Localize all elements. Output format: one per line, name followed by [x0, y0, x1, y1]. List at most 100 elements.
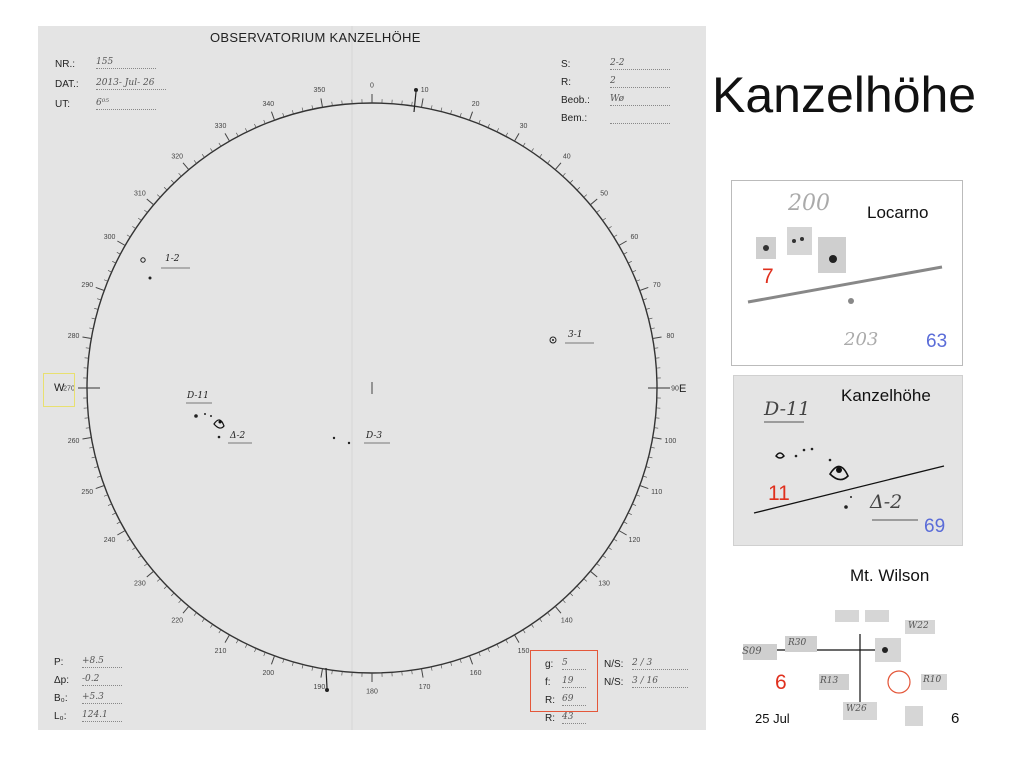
- angle-tick: [245, 128, 248, 132]
- angle-tick: [430, 666, 433, 671]
- angle-tick: [201, 618, 205, 622]
- angle-tick: [126, 538, 131, 542]
- angle-tick: [178, 173, 182, 177]
- field-date-label: DAT.:: [55, 79, 79, 90]
- angle-tick: [107, 270, 112, 273]
- angle-tick: [654, 427, 659, 429]
- footer-r2-value: 43: [562, 712, 586, 724]
- angle-tick: [132, 226, 136, 229]
- angle-tick: [144, 563, 148, 567]
- angle-tick: [82, 436, 92, 440]
- angle-tick: [469, 111, 474, 121]
- angle-tick: [459, 658, 462, 663]
- angle-tick: [602, 217, 606, 221]
- angle-tick: [171, 179, 175, 184]
- kanzelhoehe-group-count: 11: [768, 482, 790, 505]
- mt-wilson-date: 25 Jul: [755, 711, 790, 726]
- angle-tick: [608, 547, 612, 550]
- angle-tick: [539, 618, 543, 622]
- angle-tick: [89, 327, 94, 330]
- angle-tick: [163, 585, 168, 589]
- angle-tick-label: 100: [665, 438, 677, 445]
- angle-tick-label: 260: [68, 438, 80, 445]
- angle-tick: [146, 198, 154, 206]
- mt-wilson-label-r30: R30: [788, 638, 807, 648]
- angle-tick: [602, 555, 606, 559]
- angle-tick: [623, 521, 628, 524]
- mt-wilson-group-count: 6: [775, 671, 787, 694]
- west-label: W: [54, 382, 65, 394]
- angle-tick: [628, 512, 632, 515]
- angle-tick: [420, 668, 424, 678]
- angle-tick: [583, 578, 587, 582]
- angle-tick: [596, 209, 600, 213]
- spot-label-4: Δ-2: [230, 431, 246, 441]
- angle-tick: [547, 160, 551, 164]
- angle-tick: [450, 110, 452, 115]
- angle-tick: [320, 668, 324, 678]
- angle-tick: [132, 547, 136, 550]
- angle-tick: [613, 538, 618, 542]
- angle-tick: [331, 101, 333, 106]
- angle-tick: [182, 606, 190, 614]
- east-label: E: [679, 383, 687, 395]
- angle-tick-label: 10: [421, 87, 429, 94]
- angle-tick: [91, 317, 96, 320]
- angle-tick: [254, 123, 257, 128]
- angle-tick: [562, 173, 566, 177]
- angle-tick: [224, 133, 230, 142]
- footer-l0-label: L₀:: [54, 711, 67, 722]
- angle-tick-label: 90: [671, 386, 679, 393]
- angle-tick: [282, 658, 285, 663]
- angle-tick: [496, 644, 499, 648]
- footer-p-label: P:: [54, 657, 64, 668]
- footer-f-label: f:: [545, 677, 551, 688]
- angle-tick: [505, 132, 508, 137]
- angle-tick: [95, 286, 105, 291]
- angle-tick: [85, 347, 90, 349]
- footer-ns1-value: 2 / 3: [632, 658, 688, 670]
- angle-tick: [107, 503, 112, 506]
- mt-wilson-label-s09: S09: [742, 646, 762, 657]
- angle-tick: [554, 606, 562, 614]
- angle-tick: [263, 119, 266, 124]
- locarno-panel: Locarno 200 203 7 63: [731, 180, 963, 366]
- angle-tick: [311, 105, 314, 110]
- angle-tick: [112, 261, 116, 264]
- angle-tick: [522, 142, 526, 147]
- angle-tick: [531, 624, 534, 628]
- angle-tick: [505, 639, 508, 644]
- angle-tick: [469, 655, 474, 665]
- field-ut-value: 6⁰⁵: [96, 98, 156, 110]
- angle-tick-label: 300: [104, 234, 116, 241]
- footer-l0-value: 124.1: [82, 710, 122, 722]
- footer-g-label: g:: [545, 659, 554, 670]
- angle-tick: [97, 475, 102, 478]
- angle-tick-label: 30: [520, 123, 528, 130]
- angle-tick: [85, 427, 90, 429]
- angle-tick-label: 190: [314, 684, 326, 691]
- angle-tick-label: 0: [370, 83, 374, 90]
- angle-tick: [254, 648, 257, 653]
- field-r-value: 2: [610, 76, 670, 88]
- angle-tick: [618, 240, 627, 246]
- angle-tick: [138, 217, 142, 221]
- angle-tick-label: 150: [518, 648, 530, 655]
- footer-b0-value: +5.3: [82, 692, 122, 704]
- angle-tick: [117, 530, 126, 536]
- angle-tick: [182, 162, 190, 170]
- angle-tick: [103, 279, 108, 282]
- angle-tick: [224, 634, 230, 643]
- angle-tick: [138, 555, 142, 559]
- angle-tick: [112, 512, 116, 515]
- angle-tick: [103, 494, 108, 497]
- angle-tick: [650, 446, 655, 449]
- angle-tick: [94, 308, 99, 310]
- angle-tick: [94, 466, 99, 468]
- angle-tick: [263, 652, 266, 657]
- field-bem-label: Bem.:: [561, 113, 588, 124]
- field-nr-value: 155: [96, 57, 156, 69]
- angle-tick: [514, 133, 520, 142]
- footer-b0-label: B₀:: [54, 693, 68, 704]
